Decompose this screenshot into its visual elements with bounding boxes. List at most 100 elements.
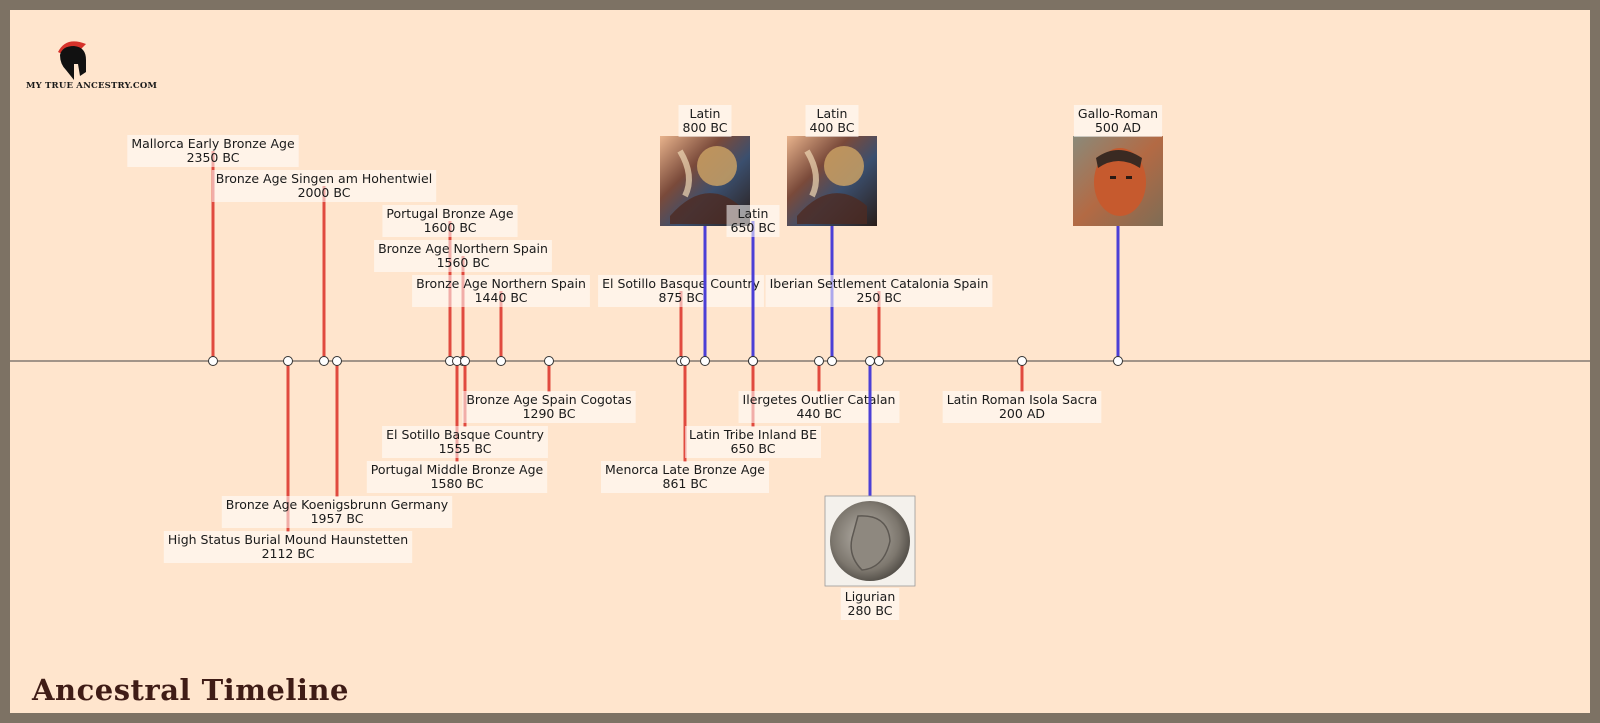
site-logo[interactable]: MY TRUE ANCESTRY.COM [26, 41, 157, 91]
event-label-bg [382, 205, 518, 237]
event-marker[interactable] [496, 356, 506, 366]
event-name: Iberian Settlement Catalonia Spain [770, 276, 989, 291]
event-marker[interactable] [874, 356, 884, 366]
event-name: Portugal Middle Bronze Age [371, 462, 544, 477]
roman-portrait-image [1073, 136, 1163, 226]
event-date: 200 AD [999, 406, 1045, 421]
event-name: Latin [817, 106, 848, 121]
event-marker[interactable] [460, 356, 470, 366]
timeline-event-high-status-burial-mound-haunstetten-2112-bc[interactable]: High Status Burial Mound Haunstetten2112… [163, 356, 413, 564]
event-date: 1560 BC [437, 255, 490, 270]
event-name: Latin [738, 206, 769, 221]
spartan-helmet-icon [58, 41, 86, 80]
event-date: 650 BC [731, 220, 776, 235]
event-label-bg [678, 105, 732, 137]
event-marker[interactable] [700, 356, 710, 366]
event-date: 1555 BC [439, 441, 492, 456]
event-name: High Status Burial Mound Haunstetten [168, 532, 408, 547]
event-name: El Sotillo Basque Country [386, 427, 544, 442]
event-date: 2350 BC [187, 150, 240, 165]
event-date: 440 BC [797, 406, 842, 421]
event-name: Menorca Late Bronze Age [605, 462, 765, 477]
event-name: Bronze Age Singen am Hohentwiel [216, 171, 432, 186]
event-date: 861 BC [663, 476, 708, 491]
event-label-bg [1073, 105, 1163, 137]
event-marker[interactable] [332, 356, 342, 366]
event-label-bg [127, 135, 299, 167]
event-marker[interactable] [680, 356, 690, 366]
event-date: 1957 BC [311, 511, 364, 526]
event-name: Mallorca Early Bronze Age [131, 136, 295, 151]
event-marker[interactable] [1017, 356, 1027, 366]
event-name: Bronze Age Koenigsbrunn Germany [226, 497, 449, 512]
event-date: 875 BC [659, 290, 704, 305]
event-name: Latin Roman Isola Sacra [947, 392, 1098, 407]
page-title: Ancestral Timeline [31, 673, 349, 707]
event-marker[interactable] [208, 356, 218, 366]
event-label-bg [374, 240, 552, 272]
event-name: El Sotillo Basque Country [602, 276, 760, 291]
event-name: Latin Tribe Inland BE [689, 427, 817, 442]
event-marker[interactable] [865, 356, 875, 366]
event-name: Ilergetes Outlier Catalan [743, 392, 896, 407]
event-date: 2000 BC [298, 185, 351, 200]
event-date: 2112 BC [262, 546, 315, 561]
event-date: 500 AD [1095, 120, 1141, 135]
event-name: Latin [690, 106, 721, 121]
event-name: Bronze Age Spain Cogotas [466, 392, 631, 407]
event-marker[interactable] [283, 356, 293, 366]
event-name: Ligurian [845, 589, 896, 604]
event-marker[interactable] [827, 356, 837, 366]
event-label-bg [765, 275, 993, 307]
event-date: 280 BC [848, 603, 893, 618]
event-marker[interactable] [814, 356, 824, 366]
event-label-bg [600, 461, 770, 493]
event-date: 400 BC [810, 120, 855, 135]
event-marker[interactable] [544, 356, 554, 366]
event-name: Bronze Age Northern Spain [416, 276, 586, 291]
event-marker[interactable] [1113, 356, 1123, 366]
event-date: 800 BC [683, 120, 728, 135]
event-label-bg [738, 391, 900, 423]
event-date: 1290 BC [523, 406, 576, 421]
event-marker[interactable] [319, 356, 329, 366]
event-label-bg [412, 275, 590, 307]
event-label-bg [805, 105, 859, 137]
event-marker[interactable] [748, 356, 758, 366]
event-label: High Status Burial Mound Haunstetten2112… [163, 531, 413, 563]
event-name: Bronze Age Northern Spain [378, 241, 548, 256]
